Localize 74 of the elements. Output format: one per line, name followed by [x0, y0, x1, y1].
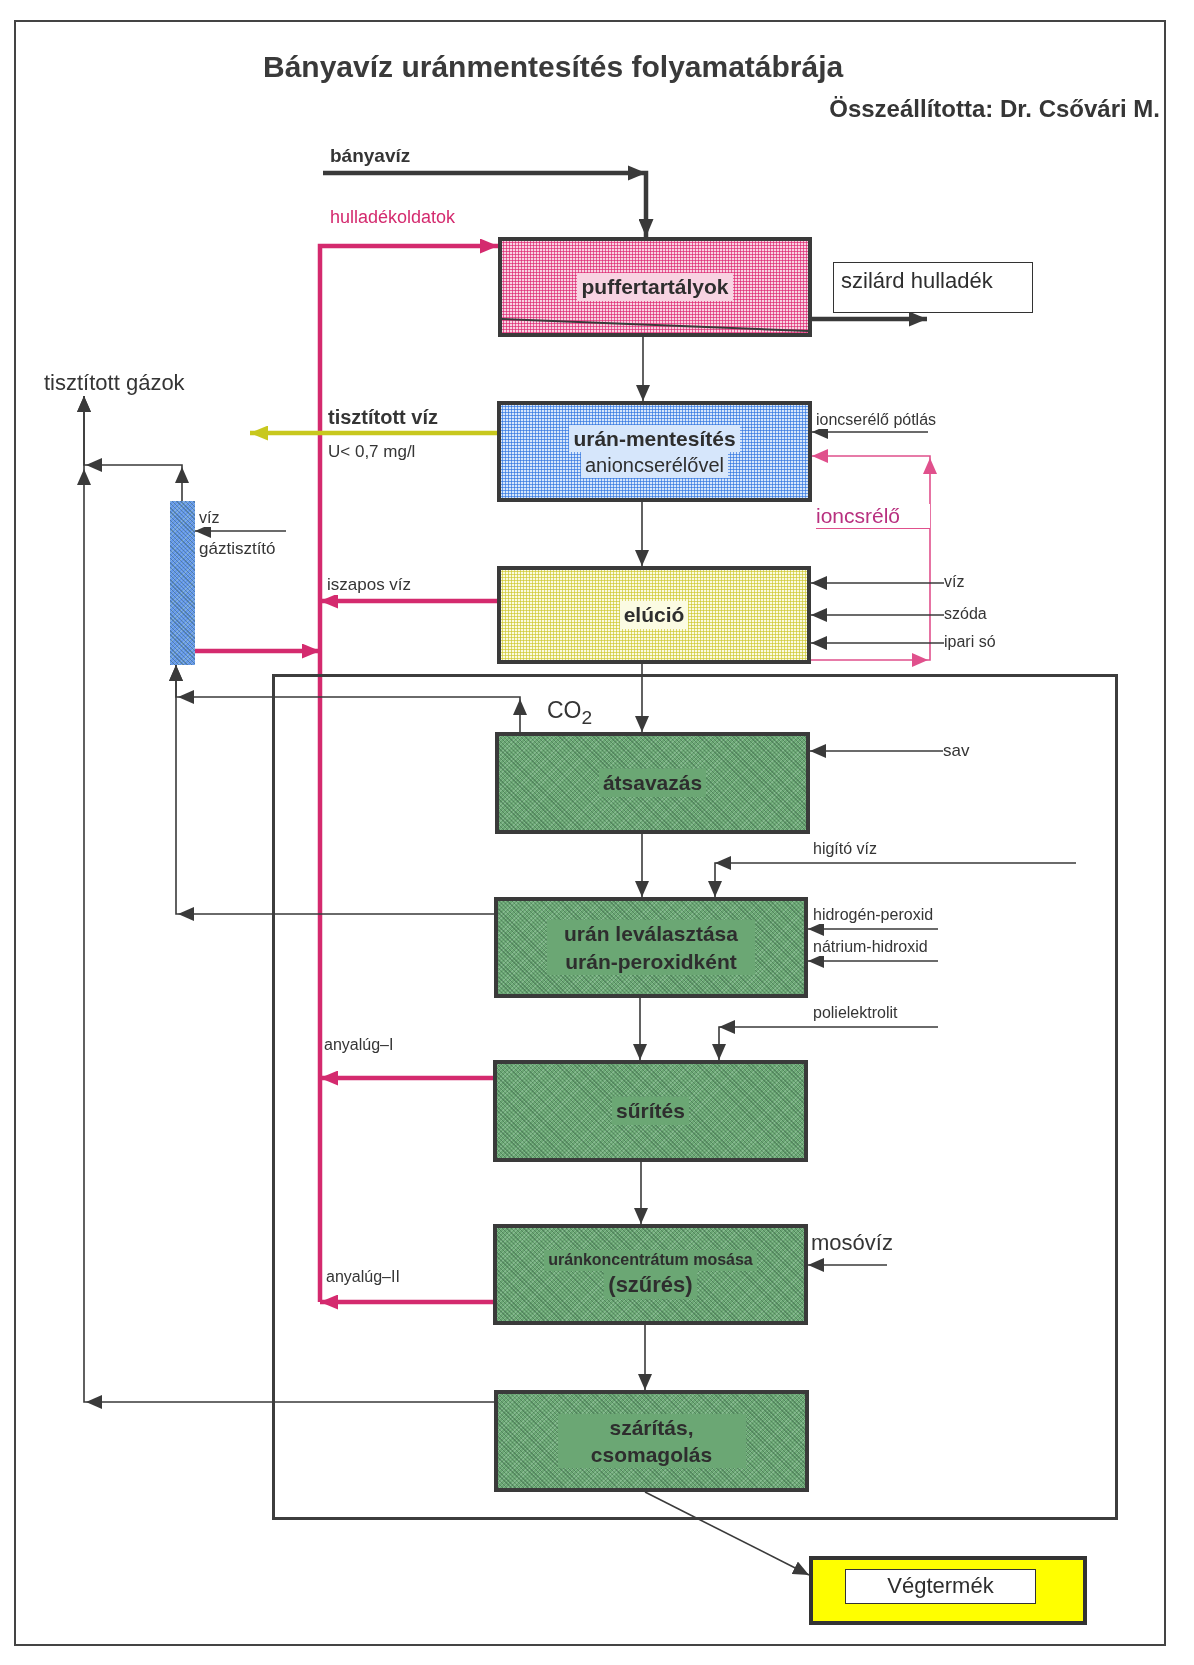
process-name: szárítás, csomagolás [557, 1413, 746, 1469]
edge-label: polielektrolit [813, 1004, 898, 1023]
collector-line [317, 651, 323, 1078]
flow-arrow [250, 425, 497, 441]
process-box [498, 237, 812, 337]
collector-line [317, 238, 498, 601]
limit-note: U< 0,7 mg/l [328, 442, 416, 462]
product-label-box [845, 1569, 1036, 1604]
process-box [494, 1390, 809, 1492]
edge-label: víz [199, 509, 220, 528]
process-detail: anioncserélővel [581, 452, 728, 479]
stream-label: hulladékoldatok [330, 207, 456, 228]
column-label: gáztisztító [199, 539, 276, 559]
collector-line [317, 1078, 323, 1302]
process-box [495, 732, 810, 834]
edge-label: ioncserélő pótlás [816, 411, 937, 430]
process-name: sűrítés [612, 1097, 689, 1125]
process-name: puffertartályok [577, 273, 733, 301]
process-detail: (szűrés) [604, 1270, 697, 1300]
product-box [809, 1556, 1087, 1625]
flow-arrow [635, 663, 649, 733]
flow-arrow [633, 997, 647, 1061]
process-box [494, 897, 808, 998]
process-frame [272, 674, 1118, 1520]
flow-arrow [807, 954, 939, 968]
process-name: uránkoncentrátum mosása [544, 1249, 757, 1271]
output-box [833, 262, 1033, 313]
flow-arrow [810, 449, 937, 667]
process-box [497, 566, 811, 664]
flow-arrow [195, 643, 320, 659]
flow-arrow [320, 1070, 493, 1086]
stream-name: víz [944, 573, 965, 592]
flow-arrow [807, 922, 939, 936]
flow-arrow [810, 576, 945, 590]
process-box [493, 1224, 808, 1325]
collector-line [317, 601, 323, 651]
author-credit: Összeállította: Dr. Csővári M. [829, 95, 1160, 123]
flow-arrow [810, 608, 945, 622]
flow-arrow [634, 1161, 648, 1225]
stream-name: sav [943, 741, 970, 761]
process-name: urán leválasztása urán-peroxidként [547, 920, 755, 975]
flow-arrow [77, 395, 495, 1409]
flow-arrow [323, 165, 654, 237]
flow-arrow [320, 593, 497, 609]
flow-arrow [644, 1491, 810, 1576]
process-box [493, 1060, 808, 1162]
stream-name: szóda [944, 605, 987, 624]
flow-arrow [636, 336, 650, 402]
flow-arrow [712, 1020, 939, 1061]
flow-arrow [169, 664, 495, 921]
flow-arrow [635, 833, 649, 898]
flow-arrow [807, 1258, 888, 1272]
flow-arrow [638, 1324, 652, 1391]
process-box [497, 401, 812, 502]
edge-label: ioncsrélő [816, 504, 931, 530]
edge-label: anyalúg–II [326, 1268, 400, 1287]
edge-label: anyalúg–I [324, 1036, 394, 1055]
edge-label: hidrogén-peroxid [813, 906, 934, 925]
edge-label: nátrium-hidroxid [813, 938, 928, 957]
flow-arrow [810, 636, 945, 650]
edge-label: iszapos víz [327, 575, 412, 595]
edge-label: higító víz [813, 840, 878, 859]
stream-name: tisztított gázok [44, 370, 185, 396]
process-name: urán-mentesítés [569, 424, 740, 453]
diagram-title: Bányavíz uránmentesítés folyamatábrája [263, 50, 844, 85]
process-name: elúció [619, 601, 689, 629]
stream-name: ipari só [944, 633, 996, 652]
flow-arrow [809, 744, 944, 758]
scrubber-column [170, 501, 195, 665]
flow-arrow [812, 311, 927, 327]
flow-arrow [708, 856, 1077, 898]
process-name: átsavazás [598, 769, 707, 797]
flow-arrow [635, 501, 649, 567]
flow-arrow [320, 1294, 493, 1310]
